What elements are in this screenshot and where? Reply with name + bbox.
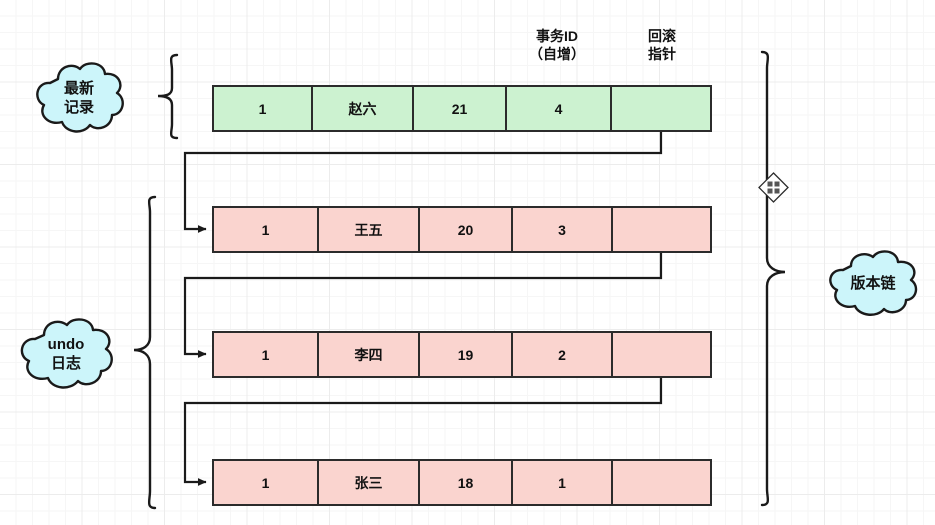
cell-age: 19	[420, 333, 513, 376]
cloud-version-chain[interactable]: 版本链	[820, 248, 926, 320]
cell-id: 1	[214, 208, 319, 251]
cell-roll-pointer	[613, 461, 710, 504]
cell-id: 1	[214, 87, 313, 130]
cloud-shape	[829, 250, 918, 316]
cell-name: 李四	[319, 333, 420, 376]
cloud-latest-record-label: 最新 记录	[63, 79, 94, 117]
cell-name: 赵六	[313, 87, 414, 130]
cell-trx-id: 3	[513, 208, 613, 251]
cell-roll-pointer	[612, 87, 710, 130]
cell-age: 20	[420, 208, 513, 251]
cell-age: 18	[420, 461, 513, 504]
brace-undo-log	[133, 195, 157, 510]
cell-age: 21	[414, 87, 507, 130]
rollpointer-link-1	[183, 132, 663, 233]
cell-name: 张三	[319, 461, 420, 504]
brace-version-chain	[760, 50, 786, 507]
cloud-shape	[36, 62, 124, 133]
cell-name: 王五	[319, 208, 420, 251]
cloud-undo-log[interactable]: undo 日志	[12, 315, 120, 393]
cell-roll-pointer	[613, 333, 710, 376]
table-row-undo-1[interactable]: 1 王五 20 3	[212, 206, 712, 253]
cloud-undo-log-label: undo 日志	[47, 335, 85, 373]
table-row-undo-3[interactable]: 1 张三 18 1	[212, 459, 712, 506]
cell-id: 1	[214, 461, 319, 504]
rollpointer-link-2	[183, 253, 663, 358]
table-row-undo-2[interactable]: 1 李四 19 2	[212, 331, 712, 378]
cloud-shape	[20, 318, 113, 389]
column-annotation-trx-id: 事务ID （自增）	[529, 28, 585, 62]
column-annotation-roll-pointer: 回滚 指针	[648, 28, 676, 62]
cloud-version-chain-label: 版本链	[850, 275, 896, 293]
cell-trx-id: 1	[513, 461, 613, 504]
cell-trx-id: 2	[513, 333, 613, 376]
move-cursor-icon[interactable]	[758, 172, 789, 203]
cloud-latest-record[interactable]: 最新 记录	[28, 59, 130, 137]
cell-trx-id: 4	[507, 87, 612, 130]
cell-id: 1	[214, 333, 319, 376]
rollpointer-link-3	[183, 378, 663, 486]
table-row-latest[interactable]: 1 赵六 21 4	[212, 85, 712, 132]
brace-latest-record	[157, 53, 179, 140]
cell-roll-pointer	[613, 208, 710, 251]
